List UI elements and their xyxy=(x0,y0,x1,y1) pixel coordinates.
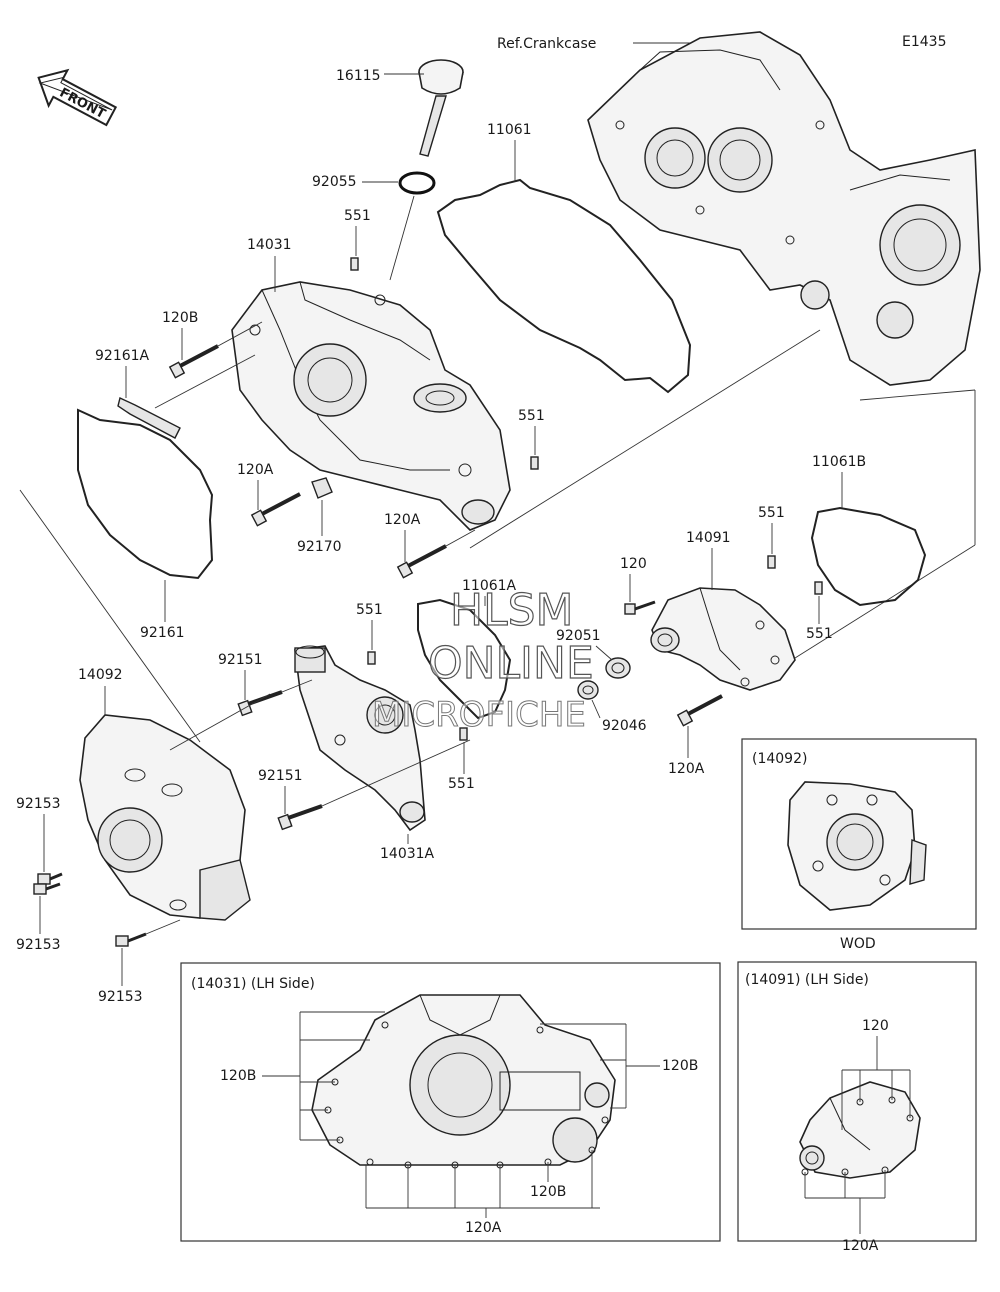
inset-14031-box xyxy=(180,962,721,1242)
inset-14091-120: 120 xyxy=(862,1018,889,1034)
dowel-pin-b xyxy=(530,456,539,470)
watermark: HLSM ONLINE MICROFICHE xyxy=(372,584,595,735)
oring-92055 xyxy=(398,171,436,195)
part-551-c: 551 xyxy=(758,505,785,521)
seal-92051 xyxy=(605,657,631,679)
bolt-120B xyxy=(168,344,219,379)
part-120A-b: 120A xyxy=(384,512,421,528)
crankcase-reference xyxy=(587,31,981,386)
part-92170: 92170 xyxy=(297,539,342,555)
part-11061: 11061 xyxy=(487,122,532,138)
part-92151-a: 92151 xyxy=(218,652,263,668)
inset-14031-120B-left: 120B xyxy=(220,1068,256,1084)
part-120A-c: 120A xyxy=(668,761,705,777)
inset-14091-box xyxy=(737,961,977,1242)
dowel-pin-a xyxy=(350,257,359,271)
cover-14091 xyxy=(650,587,796,691)
clamp-92170 xyxy=(311,477,333,499)
gasket-92161 xyxy=(77,408,214,580)
cover-14031A xyxy=(294,645,426,832)
lh-14031-cover-view xyxy=(311,994,616,1169)
diagram-code: E1435 xyxy=(902,34,946,50)
part-16115: 16115 xyxy=(336,68,381,84)
part-92055: 92055 xyxy=(312,174,357,190)
part-92153-b: 92153 xyxy=(16,937,61,953)
bolt-92153-c xyxy=(115,932,147,947)
part-92151-b: 92151 xyxy=(258,768,303,784)
bolt-120A-a xyxy=(250,492,301,527)
part-551-a: 551 xyxy=(344,208,371,224)
bolt-120-small xyxy=(624,600,656,615)
ref-crankcase-label: Ref.Crankcase xyxy=(497,36,596,52)
part-92153-c: 92153 xyxy=(98,989,143,1005)
gasket-11061 xyxy=(436,178,692,394)
wod-cover-view xyxy=(787,781,927,911)
part-92046: 92046 xyxy=(602,718,647,734)
bolt-120A-c xyxy=(676,694,723,727)
part-92161A: 92161A xyxy=(95,348,150,364)
inset-14031-120A: 120A xyxy=(465,1220,502,1236)
inset-wod-title: (14092) xyxy=(752,751,807,767)
watermark-line2: ONLINE xyxy=(428,638,594,689)
part-551-b: 551 xyxy=(518,408,545,424)
dowel-pin-c xyxy=(767,555,776,569)
inset-14031-120B-right: 120B xyxy=(662,1058,698,1074)
gasket-11061A xyxy=(417,598,512,720)
dowel-pin-f xyxy=(367,651,376,665)
part-551-d: 551 xyxy=(806,626,833,642)
inset-wod-caption: WOD xyxy=(840,936,876,952)
watermark-line3: MICROFICHE xyxy=(372,695,586,735)
part-11061A: 11061A xyxy=(462,578,517,594)
inset-wod-box xyxy=(741,738,977,930)
part-551-e: 551 xyxy=(448,776,475,792)
part-92153-a: 92153 xyxy=(16,796,61,812)
outer-cover-14092 xyxy=(79,714,251,921)
gasket-11061B xyxy=(810,506,927,607)
front-arrow-icon: FRONT xyxy=(37,68,118,127)
bolt-92153-b xyxy=(33,882,61,895)
dowel-pin-d xyxy=(814,581,823,595)
part-14031: 14031 xyxy=(247,237,292,253)
part-14091: 14091 xyxy=(686,530,731,546)
inset-14091-120A: 120A xyxy=(842,1238,879,1254)
part-120B: 120B xyxy=(162,310,198,326)
part-14092: 14092 xyxy=(78,667,123,683)
inset-14031-120B-bottom: 120B xyxy=(530,1184,566,1200)
seal-92046 xyxy=(577,680,599,700)
part-92161: 92161 xyxy=(140,625,185,641)
inset-14091-title: (14091) (LH Side) xyxy=(745,972,869,988)
part-120A-a: 120A xyxy=(237,462,274,478)
part-120: 120 xyxy=(620,556,647,572)
inset-14031-title: (14031) (LH Side) xyxy=(191,976,315,992)
bolt-120A-b xyxy=(396,544,447,579)
cover-14031 xyxy=(231,281,511,531)
part-11061B: 11061B xyxy=(812,454,866,470)
bolt-92153-a xyxy=(37,872,63,885)
bolt-92151-b xyxy=(277,804,323,831)
part-551-f: 551 xyxy=(356,602,383,618)
gasket-92161A xyxy=(117,397,181,439)
oil-filler-cap xyxy=(418,59,464,157)
lh-14091-cover-view xyxy=(799,1081,921,1179)
part-92051: 92051 xyxy=(556,628,601,644)
watermark-line1: HLSM xyxy=(450,585,574,636)
part-14031A: 14031A xyxy=(380,846,435,862)
dowel-pin-e xyxy=(459,727,468,741)
